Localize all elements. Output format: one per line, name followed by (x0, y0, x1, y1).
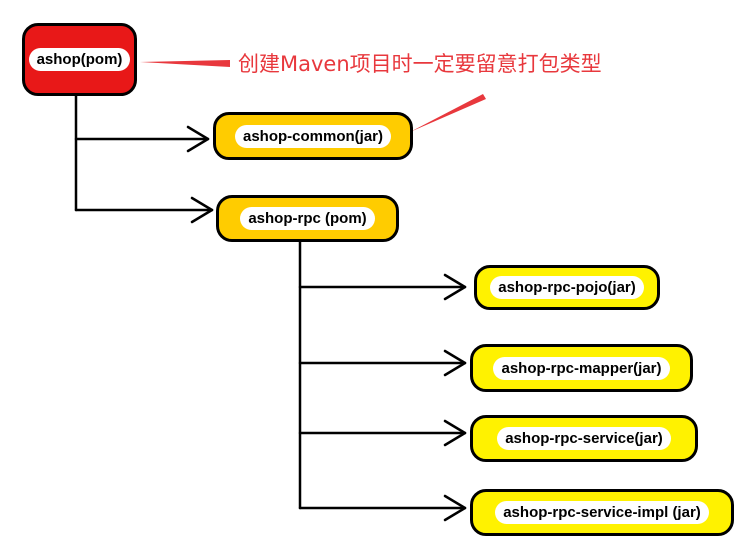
node-ashop-rpc-service-impl: ashop-rpc-service-impl (jar) (470, 489, 734, 536)
node-root-label: ashop(pom) (28, 48, 131, 71)
node-ashop-rpc-mapper: ashop-rpc-mapper(jar) (470, 344, 693, 392)
annotation-arrow-root (140, 60, 230, 67)
node-root-ashop: ashop(pom) (22, 23, 137, 96)
arrowhead-rpc (190, 196, 214, 224)
annotation-text: 创建Maven项目时一定要留意打包类型 (238, 52, 602, 76)
arrowhead-mapper (443, 349, 467, 377)
node-mapper-label: ashop-rpc-mapper(jar) (493, 356, 670, 380)
arrowhead-common (186, 125, 210, 153)
node-service-impl-label: ashop-rpc-service-impl (jar) (495, 501, 709, 524)
node-ashop-common: ashop-common(jar) (213, 112, 413, 160)
arrowhead-service (443, 419, 467, 447)
node-rpc-label: ashop-rpc (pom) (240, 207, 375, 230)
node-ashop-rpc: ashop-rpc (pom) (216, 195, 399, 242)
node-pojo-label: ashop-rpc-pojo(jar) (490, 276, 644, 299)
arrowhead-service-impl (443, 494, 467, 522)
node-common-label: ashop-common(jar) (234, 124, 391, 148)
annotation-arrow-common (410, 94, 486, 132)
node-service-label: ashop-rpc-service(jar) (497, 427, 671, 450)
node-ashop-rpc-service: ashop-rpc-service(jar) (470, 415, 698, 462)
arrowhead-pojo (443, 273, 467, 301)
node-ashop-rpc-pojo: ashop-rpc-pojo(jar) (474, 265, 660, 310)
